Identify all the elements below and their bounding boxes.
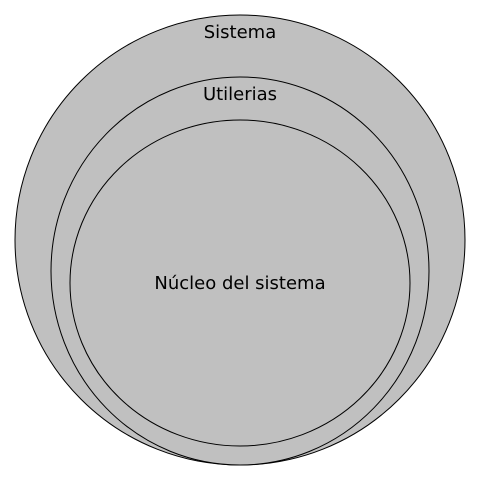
nucleo-label: Núcleo del sistema [154,273,325,294]
sistema-label: Sistema [204,22,277,43]
nucleo-circle [69,119,411,447]
utilerias-label: Utilerias [203,84,277,105]
